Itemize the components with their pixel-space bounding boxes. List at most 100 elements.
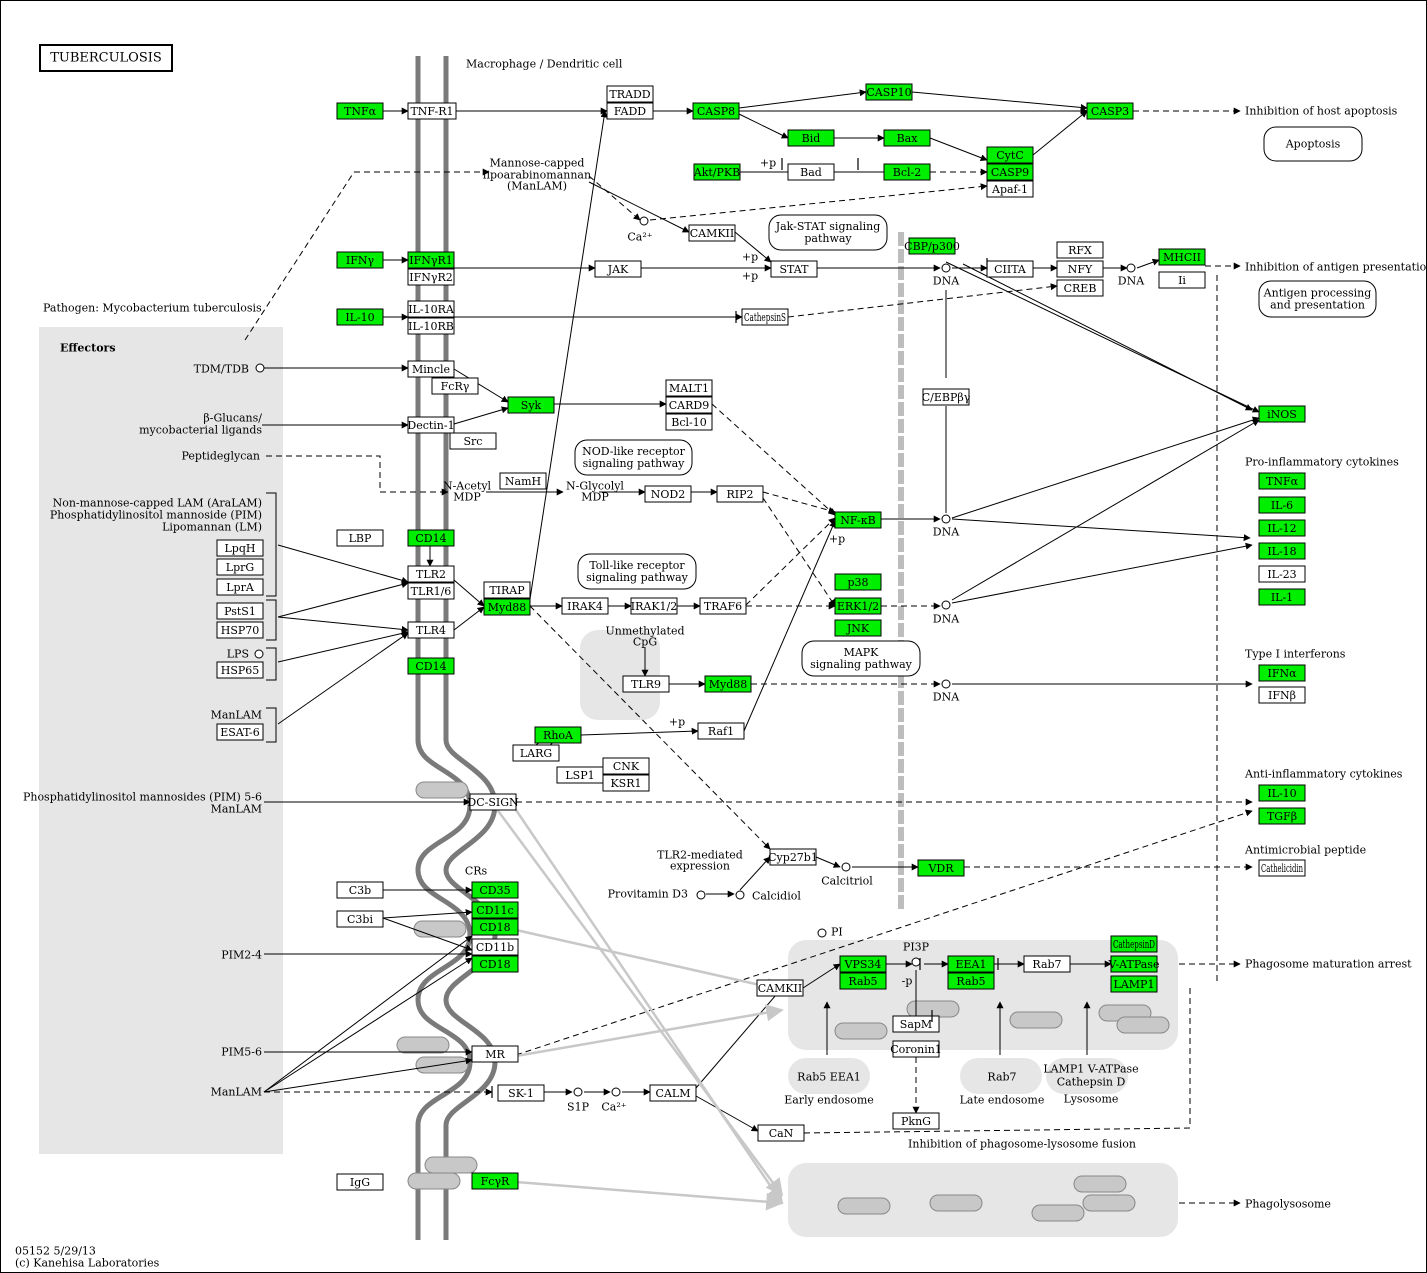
- gene-box-sapm[interactable]: SapM: [892, 1015, 940, 1033]
- gene-box-cd14-top[interactable]: CD14: [407, 529, 455, 547]
- gene-box-il6[interactable]: IL-6: [1258, 496, 1306, 514]
- gene-box-fcgr[interactable]: FcγR: [471, 1172, 519, 1190]
- gene-box-tirap[interactable]: TIRAP: [483, 581, 531, 599]
- gene-box-cyp27b1[interactable]: Cyp27b1: [768, 848, 818, 866]
- gene-box-cathepsin-s[interactable]: CathepsinS: [741, 308, 789, 326]
- gene-box-dcsign[interactable]: DC-SIGN: [467, 793, 519, 811]
- gene-box-nfy[interactable]: NFY: [1056, 260, 1104, 278]
- gene-box-fadd[interactable]: FADD: [606, 102, 654, 120]
- gene-box-c3b[interactable]: C3b: [336, 881, 384, 899]
- gene-box-lprg[interactable]: LprG: [216, 558, 264, 576]
- gene-box-camkii-bot[interactable]: CAMKII: [756, 979, 804, 997]
- gene-box-mr[interactable]: MR: [471, 1045, 519, 1063]
- gene-box-hsp70[interactable]: HSP70: [216, 621, 264, 639]
- gene-box-myd88b[interactable]: Myd88: [704, 675, 752, 693]
- gene-box-bcl2[interactable]: Bcl-2: [883, 163, 931, 181]
- gene-box-camkii-top[interactable]: CAMKII: [688, 224, 736, 242]
- gene-box-traf6[interactable]: TRAF6: [699, 597, 747, 615]
- gene-box-creb[interactable]: CREB: [1056, 279, 1104, 297]
- gene-box-rip2[interactable]: RIP2: [716, 485, 764, 503]
- gene-box-bax[interactable]: Bax: [883, 129, 931, 147]
- gene-box-namh[interactable]: NamH: [499, 472, 547, 490]
- gene-box-cnk[interactable]: CNK: [602, 757, 650, 775]
- gene-box-tradd[interactable]: TRADD: [606, 85, 654, 103]
- gene-box-cathepsind[interactable]: CathepsinD: [1110, 935, 1158, 953]
- gene-box-bcl10[interactable]: Bcl-10: [665, 413, 713, 431]
- gene-box-ksr1[interactable]: KSR1: [602, 774, 650, 792]
- gene-box-il10[interactable]: IL-10: [336, 308, 384, 326]
- gene-box-cebp[interactable]: C/EBPβγ: [922, 388, 971, 406]
- gene-box-esat6[interactable]: ESAT-6: [216, 723, 264, 741]
- gene-box-mhcii[interactable]: MHCII: [1158, 248, 1206, 266]
- gene-box-jnk[interactable]: JNK: [834, 619, 882, 637]
- gene-box-ifngr2[interactable]: IFNγR2: [407, 268, 455, 286]
- gene-box-mincle[interactable]: Mincle: [407, 360, 455, 378]
- gene-box-casp9[interactable]: CASP9: [986, 163, 1034, 181]
- gene-box-ii[interactable]: Ii: [1158, 271, 1206, 289]
- gene-box-raf1[interactable]: Raf1: [697, 722, 745, 740]
- gene-box-il10rb[interactable]: IL-10RB: [407, 317, 455, 335]
- gene-box-casp10[interactable]: CASP10: [865, 83, 913, 101]
- gene-box-cytc[interactable]: CytC: [986, 146, 1034, 164]
- gene-box-ifnb[interactable]: IFNβ: [1258, 686, 1306, 704]
- gene-box-cbp[interactable]: CBP/p300: [904, 237, 960, 255]
- gene-box-tnfa[interactable]: TNFα: [336, 102, 384, 120]
- gene-box-malt1[interactable]: MALT1: [665, 379, 713, 397]
- gene-box-cd35[interactable]: CD35: [471, 881, 519, 899]
- gene-box-cd18a[interactable]: CD18: [471, 918, 519, 936]
- gene-box-ifngr1[interactable]: IFNγR1: [407, 251, 455, 269]
- gene-box-dectin1[interactable]: Dectin-1: [407, 416, 455, 434]
- gene-box-rhoa[interactable]: RhoA: [534, 726, 582, 744]
- gene-box-il10b[interactable]: IL-10: [1258, 784, 1306, 802]
- gene-box-tgfb[interactable]: TGFβ: [1258, 807, 1306, 825]
- gene-box-il23[interactable]: IL-23: [1258, 565, 1306, 583]
- gene-box-casp8[interactable]: CASP8: [692, 102, 740, 120]
- gene-box-irak12[interactable]: IRAK1/2: [630, 597, 678, 615]
- gene-box-card9[interactable]: CARD9: [665, 396, 713, 414]
- gene-box-jak[interactable]: JAK: [594, 260, 642, 278]
- gene-box-src[interactable]: Src: [449, 432, 497, 450]
- pathway-link-apoptosis[interactable]: Apoptosis: [1263, 126, 1363, 162]
- gene-box-tnfa2[interactable]: TNFα: [1258, 472, 1306, 490]
- gene-box-pst51[interactable]: PstS1: [216, 602, 264, 620]
- gene-box-cd18b[interactable]: CD18: [471, 955, 519, 973]
- gene-box-bad[interactable]: Bad: [787, 163, 835, 181]
- gene-box-syk[interactable]: Syk: [507, 396, 555, 414]
- gene-box-p38[interactable]: p38: [834, 573, 882, 591]
- gene-box-rab5b[interactable]: Rab5: [947, 972, 995, 990]
- gene-box-tnfr1[interactable]: TNF-R1: [407, 102, 457, 120]
- gene-box-stat[interactable]: STAT: [770, 260, 818, 278]
- gene-box-hsp65[interactable]: HSP65: [216, 661, 264, 679]
- gene-box-il18[interactable]: IL-18: [1258, 542, 1306, 560]
- gene-box-tlr9[interactable]: TLR9: [622, 675, 670, 693]
- gene-box-nod2[interactable]: NOD2: [644, 485, 692, 503]
- gene-box-bid[interactable]: Bid: [787, 129, 835, 147]
- gene-box-tlr2[interactable]: TLR2: [407, 565, 455, 583]
- gene-box-inos[interactable]: iNOS: [1258, 405, 1306, 423]
- gene-box-rab5a[interactable]: Rab5: [839, 972, 887, 990]
- gene-box-ifna[interactable]: IFNα: [1258, 664, 1306, 682]
- gene-box-sk1[interactable]: SK-1: [497, 1084, 545, 1102]
- gene-box-akt[interactable]: Akt/PKB: [693, 163, 741, 181]
- gene-box-fcrg[interactable]: FcRγ: [431, 377, 479, 395]
- gene-box-nfkb[interactable]: NF-κB: [834, 511, 882, 529]
- gene-box-il12[interactable]: IL-12: [1258, 519, 1306, 537]
- gene-box-igg[interactable]: IgG: [336, 1173, 384, 1191]
- gene-box-lbp[interactable]: LBP: [336, 529, 384, 547]
- gene-box-cd11c[interactable]: CD11c: [471, 901, 519, 919]
- gene-box-pkng[interactable]: PknG: [892, 1112, 940, 1130]
- gene-box-casp3[interactable]: CASP3: [1086, 102, 1134, 120]
- gene-box-coronin1[interactable]: Coronin1: [890, 1040, 942, 1058]
- gene-box-apaf1[interactable]: Apaf-1: [986, 180, 1034, 198]
- gene-box-vdr[interactable]: VDR: [917, 859, 965, 877]
- gene-box-irak4[interactable]: IRAK4: [561, 597, 609, 615]
- gene-box-can[interactable]: CaN: [757, 1124, 805, 1142]
- gene-box-rab7[interactable]: Rab7: [1023, 955, 1071, 973]
- gene-box-eea1[interactable]: EEA1: [947, 955, 995, 973]
- gene-box-lpqh[interactable]: LpqH: [216, 539, 264, 557]
- gene-box-lsp1[interactable]: LSP1: [556, 766, 604, 784]
